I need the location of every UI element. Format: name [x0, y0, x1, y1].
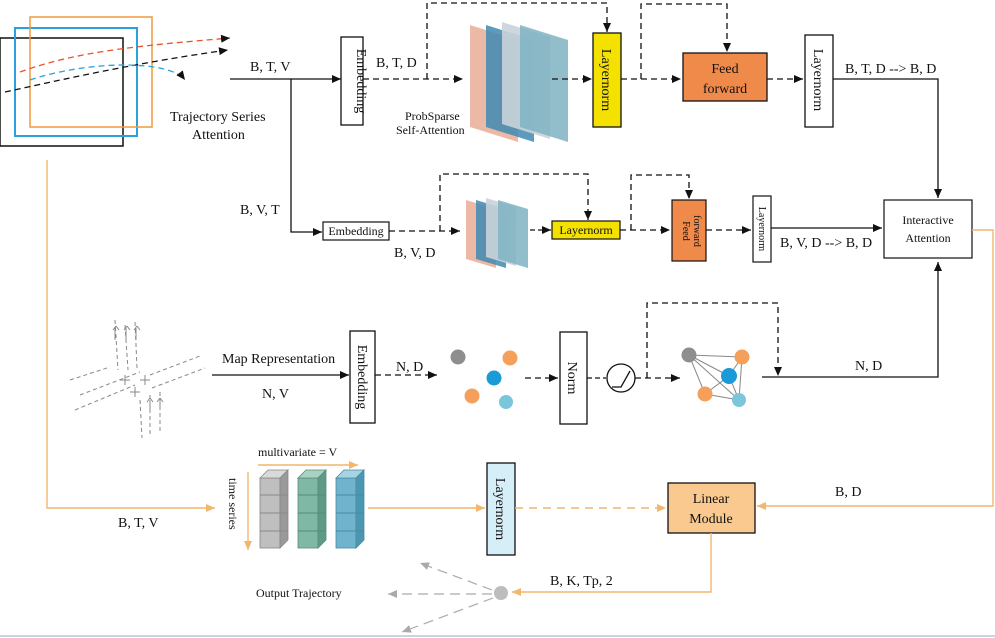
traj-attention-label-2: Attention [192, 128, 245, 143]
map-output-arrow [762, 262, 942, 378]
map-embedding-label: Embedding [354, 345, 369, 410]
bottom-layernorm [486, 462, 516, 556]
map-input-label: N, V [262, 387, 289, 402]
cube-stack-blue [335, 469, 365, 549]
output-trajectory-label: Output Trajectory [256, 586, 342, 600]
interactive-to-linear-arrow [757, 229, 994, 510]
linear-module-box [667, 482, 756, 534]
top-attention-stack [470, 22, 568, 142]
interactive-label-2: Attention [905, 231, 950, 245]
multivariate-label: multivariate = V [258, 445, 338, 459]
probsparse-label-1: ProbSparse [405, 109, 460, 123]
top-residual-2 [640, 3, 731, 79]
mid-output-label: B, V, D --> B, D [780, 236, 872, 251]
map-embed-out-label: N, D [396, 360, 423, 375]
bottom-input-label: B, T, V [118, 516, 158, 531]
mid-ff-label-2: forward [691, 215, 702, 247]
mid-feed-forward [671, 199, 707, 262]
linear-input-label: B, D [835, 485, 861, 500]
top-input-label: B, T, V [250, 60, 290, 75]
mid-attention-stack [466, 198, 528, 268]
mid-layernorm-2-label: Layernorm [756, 207, 767, 252]
top-feed-forward [682, 52, 768, 102]
top-ff-label-2: forward [703, 82, 747, 97]
linear-label-2: Module [689, 512, 733, 527]
top-layernorm-1 [592, 32, 622, 128]
mid-residual-2 [630, 174, 693, 230]
top-residual-1 [426, 2, 611, 79]
mid-input-arrow [290, 79, 322, 236]
traj-attention-label-1: Trajectory Series [170, 110, 266, 125]
time-series-label: time series [226, 478, 240, 530]
top-layernorm-1-label: Layernorm [598, 49, 613, 111]
map-output-label: N, D [855, 359, 882, 374]
map-embedding-box [349, 330, 376, 424]
bottom-layernorm-label: Layernorm [492, 478, 507, 540]
mid-embed-out-label: B, V, D [394, 246, 436, 261]
mid-layernorm-1-label: Layernorm [559, 223, 613, 237]
top-layernorm-2 [804, 34, 834, 128]
interactive-attention-box [883, 199, 973, 259]
linear-to-output-arrow [512, 533, 712, 596]
output-trajectory-icon [388, 562, 508, 633]
graph-icon [681, 347, 750, 407]
map-icon [69, 319, 206, 439]
top-output-label: B, T, D --> B, D [845, 62, 936, 77]
top-layernorm-2-label: Layernorm [810, 49, 825, 111]
bottom-input-arrow [46, 160, 215, 512]
cube-stack-green [297, 469, 327, 549]
activation-icon [606, 363, 636, 393]
map-nodes [450, 349, 518, 409]
linear-label-1: Linear [693, 492, 730, 507]
map-norm-box [559, 331, 588, 425]
mid-ff-label-1: Feed [680, 221, 691, 240]
top-embed-out-label: B, T, D [376, 56, 417, 71]
cube-stack-gray [259, 469, 289, 549]
output-shape-label: B, K, Tp, 2 [550, 574, 613, 589]
map-title-label: Map Representation [222, 352, 335, 367]
top-embedding-box [340, 36, 364, 126]
top-embedding-label: Embedding [353, 49, 368, 114]
trajectory-icon [0, 16, 231, 147]
map-residual [646, 302, 782, 378]
interactive-label-1: Interactive [902, 213, 953, 227]
mid-residual-1 [439, 173, 592, 231]
mid-layernorm-2 [752, 195, 772, 263]
mid-embedding-label: Embedding [328, 224, 383, 238]
mid-input-label: B, V, T [240, 203, 280, 218]
probsparse-label-2: Self-Attention [396, 123, 465, 137]
map-norm-label: Norm [564, 362, 579, 395]
top-output-arrow [833, 78, 942, 198]
top-ff-label-1: Feed [711, 62, 738, 77]
